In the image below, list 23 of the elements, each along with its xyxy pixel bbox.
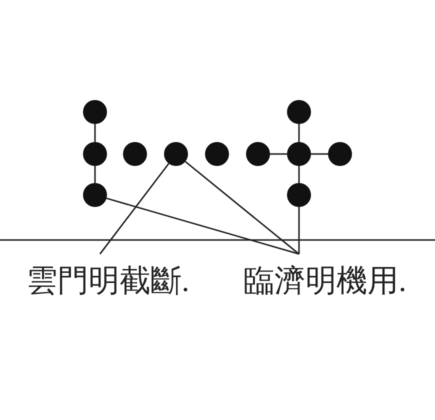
caption-text: 臨濟明機用. [234,254,416,298]
caption-text: 雲門明截斷. [18,254,198,298]
dot [287,183,311,207]
dot [287,142,311,166]
leader-line [184,160,300,255]
dot [246,142,270,166]
connector-line [298,124,300,142]
dot [164,142,188,166]
connector-line [94,124,96,142]
leader-line [298,207,300,254]
dot [83,183,107,207]
dot [328,142,352,166]
dot [83,100,107,124]
dot [287,100,311,124]
leader-line [99,163,170,254]
dot [205,142,229,166]
connector-line [270,153,287,155]
leader-line [106,198,300,255]
connector-line [94,166,96,183]
dot [123,142,147,166]
connector-line [311,153,328,155]
connector-line [298,166,300,183]
dot [83,142,107,166]
